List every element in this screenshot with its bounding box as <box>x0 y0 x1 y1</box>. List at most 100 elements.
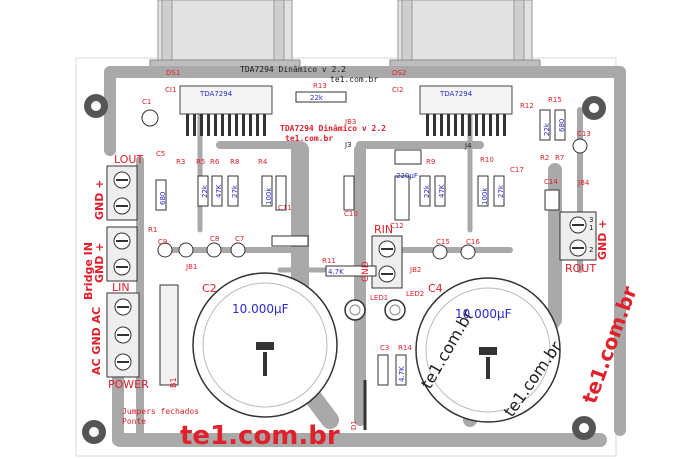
label-j4: J4 <box>464 142 472 150</box>
label-ic-left-part: TDA7294 <box>199 90 233 98</box>
label-c2-value: 10.000µF <box>232 302 289 316</box>
diag-site-2: te1.com.br <box>500 337 566 420</box>
label-c12-value: 220µF <box>396 172 418 180</box>
label-c13: C13 <box>577 130 591 138</box>
mount-hole-tr <box>582 96 606 120</box>
label-c17: C17 <box>510 166 524 174</box>
value-27k-right: 27k <box>497 184 505 198</box>
side-site-right: te1.com.br <box>577 283 642 407</box>
ic-left <box>179 85 273 136</box>
mount-hole-bl <box>82 420 106 444</box>
label-c4: C4 <box>428 282 443 295</box>
label-c4-value: 10.000µF <box>455 307 512 321</box>
label-r11-value: 4.7K <box>328 268 344 276</box>
board-site-top: te1.com.br <box>330 75 378 84</box>
label-r1: R1 <box>148 226 157 234</box>
label-r13-value: 22k <box>310 94 324 102</box>
label-r3: R3 <box>176 158 185 166</box>
label-rin: RIN <box>374 223 393 236</box>
label-d1: D1 <box>350 420 358 430</box>
terminal-power <box>106 292 140 378</box>
terminal-rout <box>559 211 597 261</box>
value-100k-left: 100k <box>265 187 273 205</box>
value-22k-left: 22k <box>201 184 209 198</box>
heatsink-right <box>389 0 541 69</box>
label-ds1: DS1 <box>166 69 180 77</box>
value-22k-rtop: 22k <box>543 122 551 136</box>
label-r5: R5 <box>196 158 205 166</box>
terminal-lout <box>106 165 138 221</box>
label-r13: R13 <box>313 82 327 90</box>
label-c1: C1 <box>142 98 151 106</box>
label-c7: C7 <box>235 235 244 243</box>
label-rout: ROUT <box>565 262 596 275</box>
label-r10: R10 <box>480 156 494 164</box>
jumper-note-1: Jumpers fechados <box>122 407 199 416</box>
capacitor-c2 <box>192 272 338 418</box>
label-b1: B1 <box>169 377 178 388</box>
label-r6: R6 <box>210 158 220 166</box>
label-ci1: CI1 <box>165 86 176 94</box>
value-47k-right: 47K <box>438 184 446 198</box>
label-c3: C3 <box>380 344 389 352</box>
label-r14: R14 <box>398 344 412 352</box>
terminal-rin <box>371 235 403 289</box>
label-gnd-plus-left: GND + <box>93 180 106 220</box>
value-47k-left: 47K <box>215 184 223 198</box>
label-r9: R9 <box>426 158 435 166</box>
value-27k-left: 27k <box>231 184 239 198</box>
label-pin-1: 1 <box>589 224 593 232</box>
label-gnd-plus-left2: GND + <box>93 243 106 283</box>
label-c8: C8 <box>210 235 219 243</box>
led-1 <box>344 299 366 321</box>
label-r14-value: 4.7K <box>398 366 406 382</box>
label-c15: C15 <box>436 238 450 246</box>
label-r8: R8 <box>230 158 239 166</box>
small-capacitors <box>141 109 588 260</box>
capacitor-c4 <box>415 277 561 423</box>
label-lin: LIN <box>112 281 130 294</box>
board-site-mid: te1.com.br <box>285 134 333 143</box>
bridge-rectifier-b1 <box>159 284 179 386</box>
label-ci2: CI2 <box>392 86 403 94</box>
led-2 <box>384 299 406 321</box>
label-power: POWER <box>108 378 149 391</box>
label-c9: C9 <box>158 238 167 246</box>
label-jb2: JB2 <box>409 266 421 274</box>
label-c5: C5 <box>156 150 165 158</box>
label-r7: R7 <box>555 154 564 162</box>
label-c12: C12 <box>390 222 404 230</box>
label-pin-3: 3 <box>589 216 593 224</box>
label-lout: LOUT <box>114 153 143 166</box>
label-ac-gnd-ac: AC GND AC <box>90 307 103 375</box>
label-j3: J3 <box>344 141 352 149</box>
label-led1: LED1 <box>370 294 388 302</box>
label-c14: C14 <box>544 178 558 186</box>
label-jb4: JB4 <box>577 179 590 187</box>
label-led2: LED2 <box>406 290 424 298</box>
footer-site: te1.com.br <box>180 421 340 451</box>
label-ic-right-part: TDA7294 <box>439 90 473 98</box>
label-bridge-in: Bridge IN <box>82 242 95 300</box>
label-c16: C16 <box>466 238 480 246</box>
label-ds2: DS2 <box>392 69 406 77</box>
value-680-rtop: 680 <box>558 119 566 132</box>
label-c1b: C11 <box>278 204 292 212</box>
label-jb1: JB1 <box>185 263 197 271</box>
mount-hole-tl <box>84 94 108 118</box>
label-c10: C10 <box>344 210 358 218</box>
label-r4: R4 <box>258 158 268 166</box>
label-jb3: JB3 <box>344 118 356 126</box>
label-r11: R11 <box>322 257 336 265</box>
label-r12: R12 <box>520 102 534 110</box>
label-c2: C2 <box>202 282 217 295</box>
mount-hole-br <box>572 416 596 440</box>
value-22k-right: 22k <box>423 184 431 198</box>
label-gnd-plus-right: GND + <box>596 220 609 260</box>
label-r15: R15 <box>548 96 562 104</box>
ic-right <box>419 85 513 136</box>
value-100k-right: 100k <box>481 187 489 205</box>
board-title-mid: TDA7294 Dinâmico v 2.2 <box>280 123 386 133</box>
